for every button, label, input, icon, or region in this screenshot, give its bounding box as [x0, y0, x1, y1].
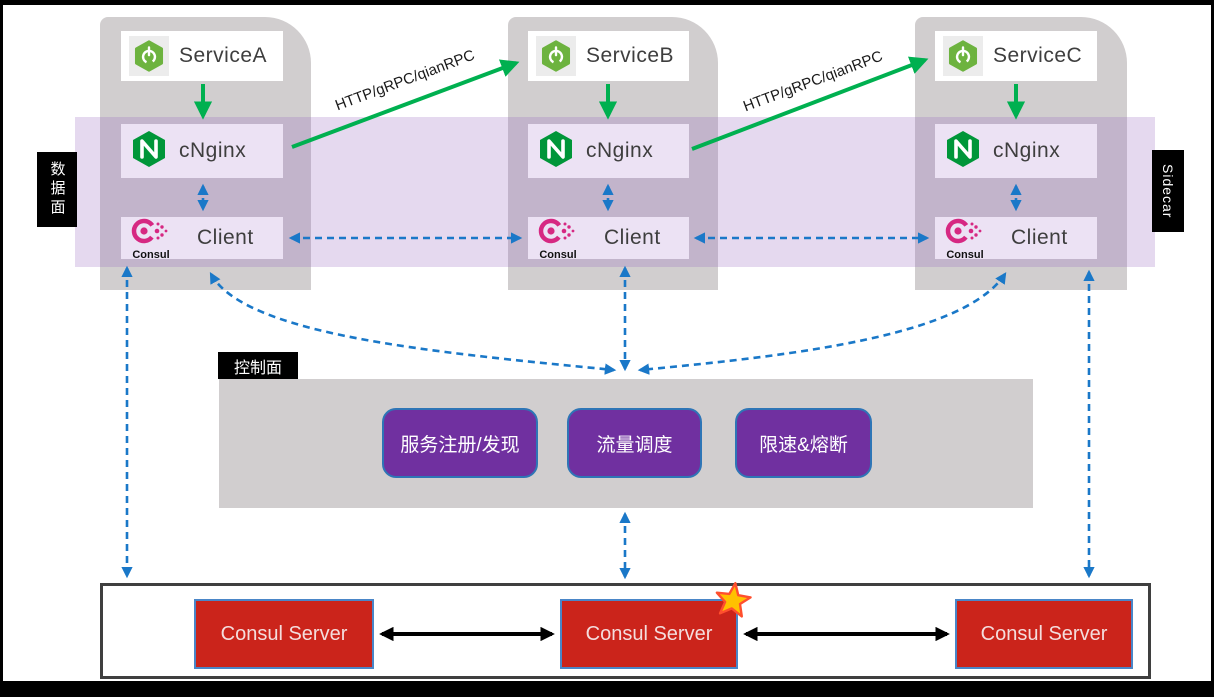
cnginx-a-node: cNginx — [121, 124, 283, 178]
consul-wordmark: Consul — [132, 249, 170, 261]
service-registry-discovery-button: 服务注册/发现 — [382, 408, 538, 478]
spring-boot-icon — [129, 36, 169, 76]
consul-server-3: Consul Server — [955, 599, 1133, 669]
consul-server-2: Consul Server — [560, 599, 738, 669]
traffic-scheduling-button: 流量调度 — [567, 408, 702, 478]
service-b-node: ServiceB — [528, 31, 689, 81]
client-b-node: Consul Client — [528, 216, 689, 261]
cnginx-c-label: cNginx — [993, 139, 1061, 162]
nginx-icon — [129, 129, 169, 174]
service-c-label: ServiceC — [993, 44, 1083, 67]
consul-wordmark: Consul — [539, 249, 577, 261]
nginx-icon — [536, 129, 576, 174]
consul-wordmark: Consul — [946, 249, 984, 261]
service-a-label: ServiceA — [179, 44, 268, 67]
nginx-icon — [943, 129, 983, 174]
consul-icon: Consul — [943, 216, 987, 261]
cnginx-a-label: cNginx — [179, 139, 247, 162]
client-b-label: Client — [604, 226, 661, 249]
spring-boot-icon — [536, 36, 576, 76]
consul-icon: Consul — [536, 216, 580, 261]
spring-boot-icon — [943, 36, 983, 76]
cnginx-c-node: cNginx — [935, 124, 1097, 178]
rate-limit-circuit-break-button: 限速&熔断 — [735, 408, 872, 478]
star-icon — [712, 579, 754, 626]
client-a-label: Client — [197, 226, 254, 249]
data-plane-tag: 数据面 — [37, 152, 77, 227]
client-c-node: Consul Client — [935, 216, 1097, 261]
service-c-node: ServiceC — [935, 31, 1097, 81]
control-plane-tag: 控制面 — [218, 352, 298, 379]
consul-icon: Consul — [129, 216, 173, 261]
consul-server-1: Consul Server — [194, 599, 374, 669]
sidecar-tag: Sidecar — [1152, 150, 1184, 232]
service-a-node: ServiceA — [121, 31, 283, 81]
client-a-node: Consul Client — [121, 216, 283, 261]
cnginx-b-node: cNginx — [528, 124, 689, 178]
cnginx-b-label: cNginx — [586, 139, 654, 162]
service-b-label: ServiceB — [586, 44, 675, 67]
client-c-label: Client — [1011, 226, 1068, 249]
